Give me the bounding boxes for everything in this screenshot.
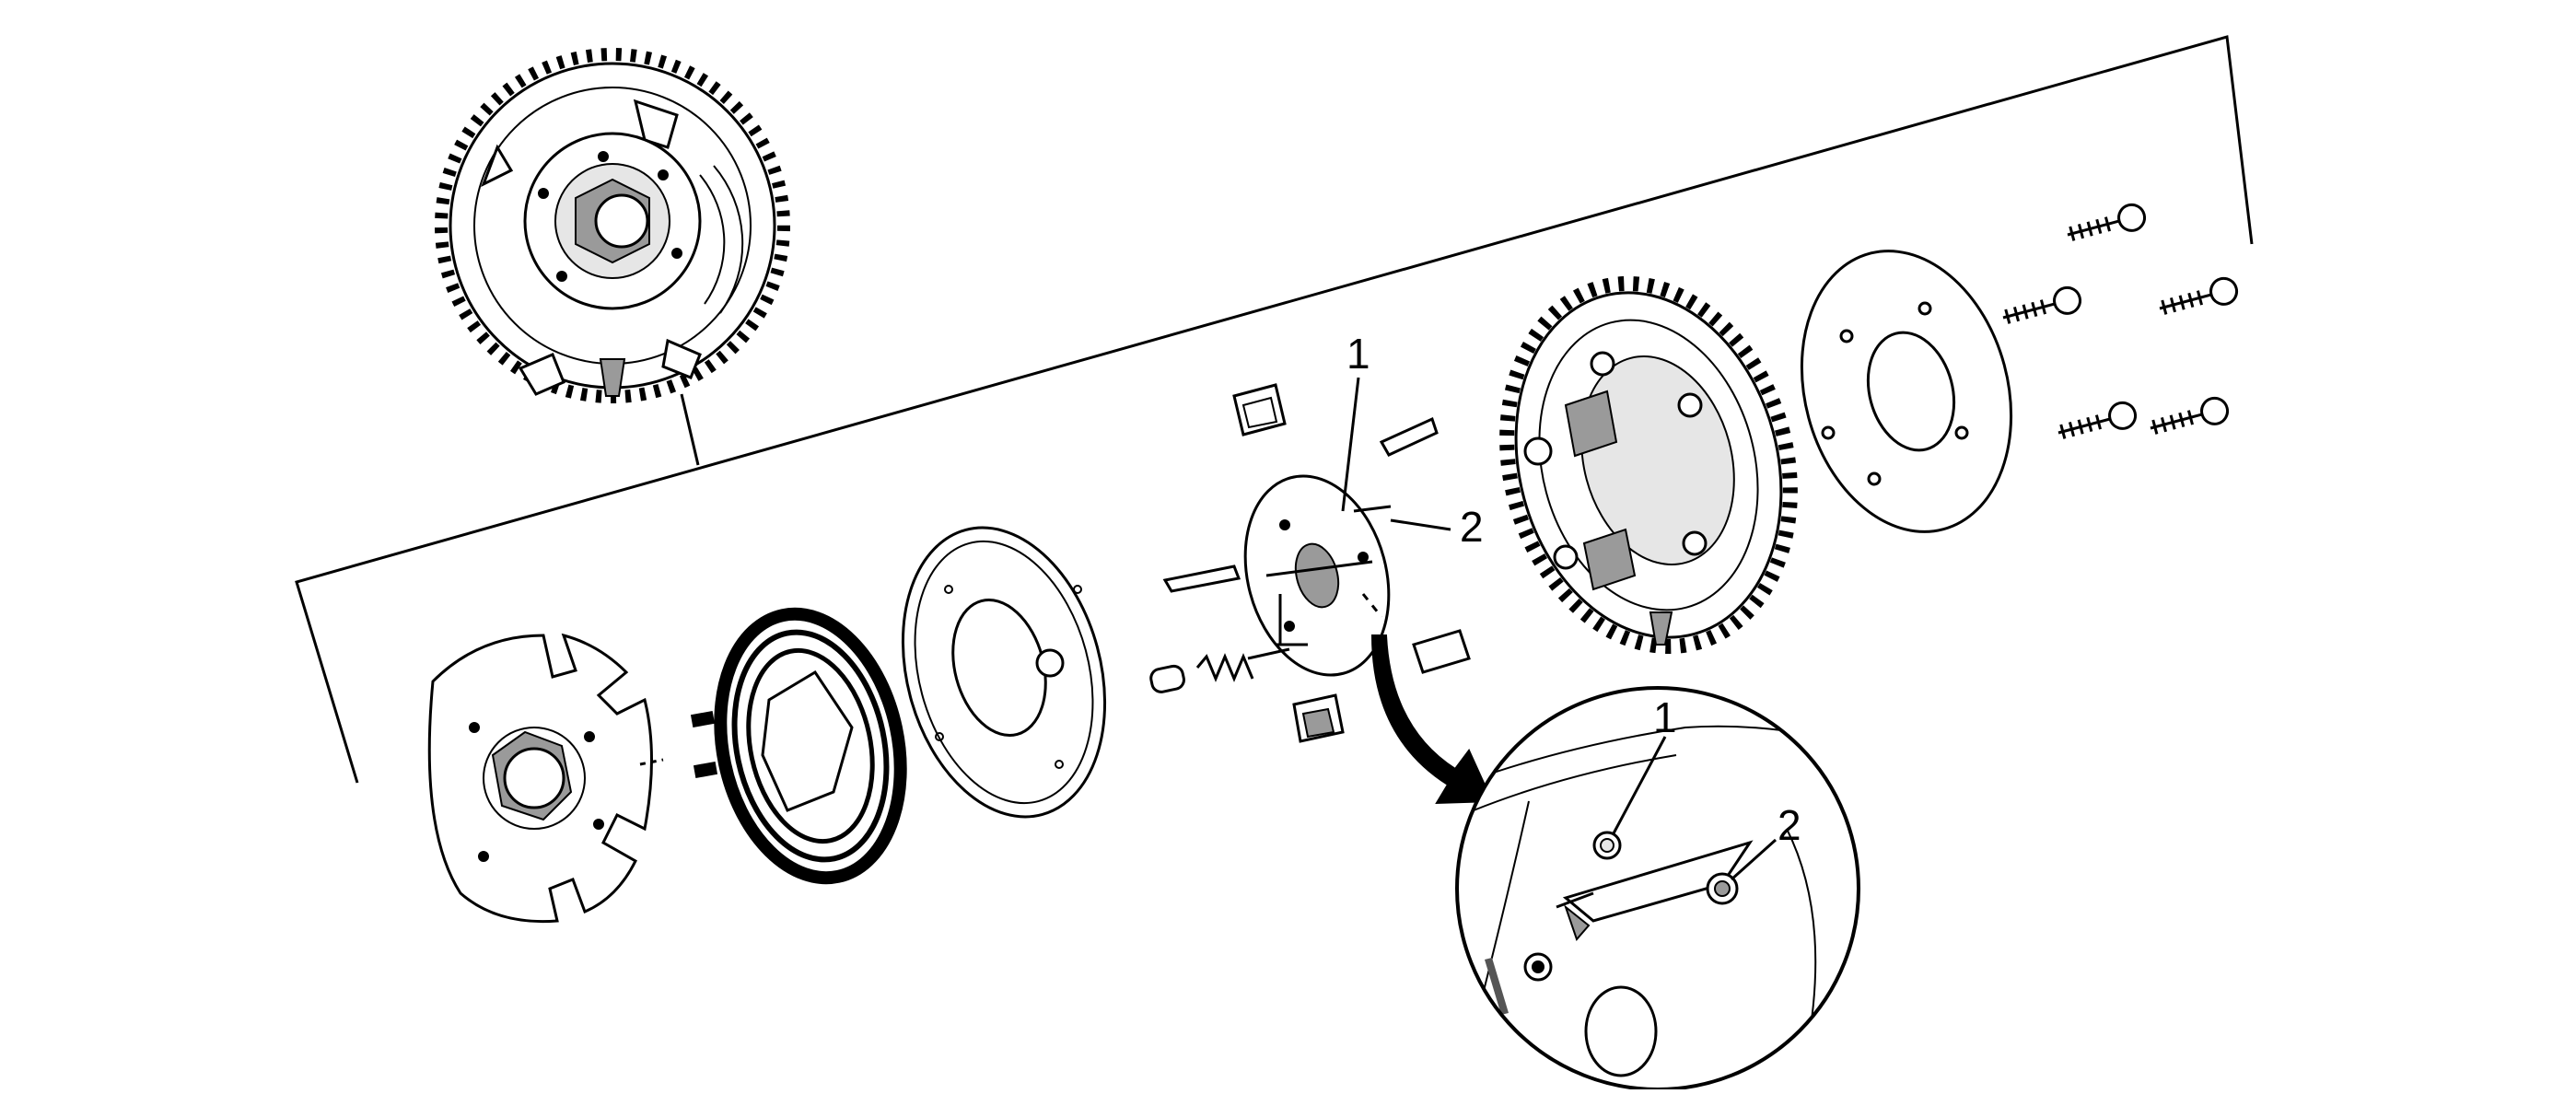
main-sprocket-icon	[1499, 275, 1798, 655]
callout-2: 2	[1460, 503, 1484, 551]
detail-callout-2: 2	[1778, 801, 1801, 849]
detail-arrow-icon	[1370, 634, 1494, 805]
detail-circle-icon	[1455, 686, 1860, 1091]
stator-plate-icon	[427, 633, 653, 924]
leader-lines	[1341, 377, 1778, 881]
coil-spring-icon	[714, 607, 907, 885]
bolts-icon	[2002, 203, 2239, 439]
cover-plate-icon	[901, 526, 1107, 819]
detail-callout-1: 1	[1653, 693, 1677, 741]
plunger-spring-icon	[1149, 647, 1290, 693]
retaining-plate-icon	[1800, 250, 2013, 533]
vanes-icon	[1162, 383, 1471, 743]
locating-pins-icon	[639, 711, 718, 778]
assembled-sprocket-icon	[435, 48, 790, 403]
rotor-hub-icon	[1243, 474, 1392, 677]
assembly-bracket	[295, 35, 2254, 784]
callout-1: 1	[1346, 330, 1370, 378]
